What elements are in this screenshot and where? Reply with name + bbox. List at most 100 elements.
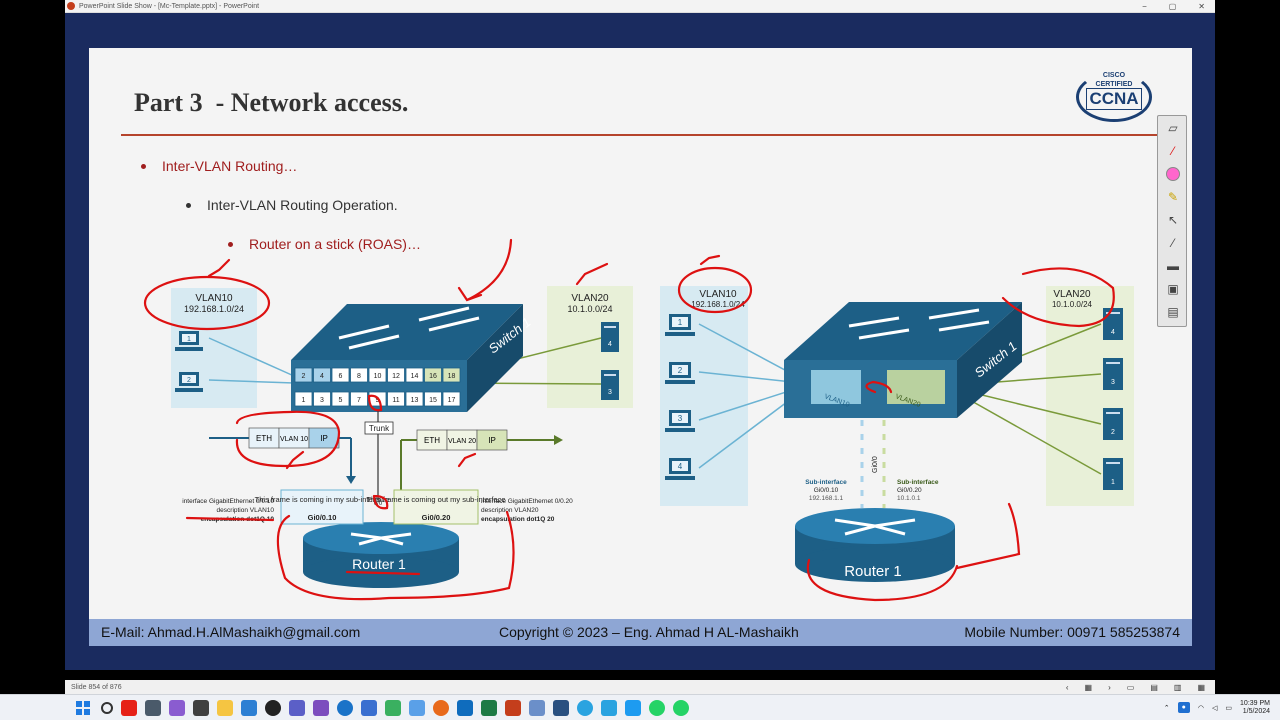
brush-icon[interactable]: ⁄ (1171, 235, 1174, 250)
switch-port-label: 12 (392, 373, 400, 380)
switch-port (405, 391, 424, 407)
sub-right-ip: 10.1.0.1 (897, 495, 921, 502)
network-diagrams: VLAN10 192.168.1.0/24 1 2 VLAN20 10.1.0.… (143, 238, 1134, 602)
right-router-label: Router 1 (844, 563, 902, 580)
chat-icon[interactable] (313, 699, 329, 716)
footer-mobile: Mobile Number: 00971 585253874 (964, 624, 1180, 640)
twitter-icon[interactable] (625, 699, 641, 716)
prev-slide-icon[interactable]: ‹ (1065, 682, 1069, 692)
vlan20-virtual-box (887, 370, 945, 404)
eraser-icon[interactable]: ▱ (1168, 120, 1178, 135)
mic-icon[interactable]: ● (1177, 702, 1190, 713)
tray-chevron-icon[interactable]: ⌃ (1163, 704, 1170, 712)
bullet-level-2: Inter-VLAN Routing Operation. (186, 197, 398, 213)
right-server-icon: 1 (1103, 458, 1123, 490)
calculator-icon[interactable] (193, 699, 209, 716)
slide[interactable]: Part 3 - Network access. CISCO CERTIFIED… (89, 48, 1192, 646)
telegram-icon[interactable] (577, 699, 593, 716)
right-callout-text: This frame is coming out my sub-interfac… (366, 495, 505, 504)
router-port-label: 0/0 (374, 501, 383, 507)
right-server-icon: 4 (1103, 308, 1123, 340)
sub-left-iface: Gi0/0.10 (814, 487, 839, 494)
network-icon[interactable] (553, 699, 569, 716)
grid-view-icon[interactable]: ▤ (1150, 682, 1158, 692)
right-vlan20-name: VLAN20 (1053, 289, 1091, 300)
right-switch-1-icon: Switch 1 VLAN10 VLAN20 (784, 302, 1022, 418)
pen-icon[interactable]: ⁄ (1171, 143, 1174, 158)
wifi-icon[interactable]: ◠ (1197, 704, 1205, 712)
right-server-label: 1 (1111, 479, 1115, 486)
exit-icon[interactable]: ▤ (1167, 304, 1179, 319)
left-server-3-label: 3 (608, 389, 612, 396)
whatsapp-icon[interactable] (649, 699, 665, 716)
folder-icon[interactable] (409, 699, 425, 716)
switch-port-label: 3 (320, 397, 324, 404)
excel-icon[interactable] (481, 699, 497, 716)
minimize-button[interactable]: − (1142, 1, 1147, 11)
right-callout: This frame is coming out my sub-interfac… (366, 489, 506, 525)
left-router-label: Router 1 (352, 556, 406, 572)
teams-icon[interactable] (289, 699, 305, 716)
left-pc-1-icon: 1 (175, 331, 203, 351)
photos-icon[interactable] (529, 699, 545, 716)
right-pc-icon: 3 (665, 410, 695, 432)
edge-icon[interactable] (337, 699, 353, 716)
switch-port-label: 5 (339, 397, 343, 404)
switch-port (313, 367, 331, 383)
right-frame-eth: ETH (424, 436, 440, 445)
taskbar-clock[interactable]: 10:39 PM 1/5/2024 (1240, 700, 1270, 716)
tools-icon[interactable] (361, 699, 377, 716)
whatsapp-alt-icon[interactable] (673, 699, 689, 716)
windows-start-icon[interactable] (76, 700, 90, 715)
normal-view-icon[interactable]: ▭ (1126, 682, 1135, 692)
remote-icon[interactable] (241, 699, 257, 716)
switch-port (424, 367, 442, 383)
screen-icon[interactable]: ▣ (1167, 281, 1179, 296)
switch-port (294, 367, 313, 383)
reading-view-icon[interactable]: ▥ (1173, 682, 1182, 692)
highlighter-icon[interactable]: ✎ (1167, 189, 1179, 204)
title-divider (121, 134, 1171, 136)
switch-port (405, 367, 424, 383)
powerpoint-taskbar-icon[interactable] (505, 699, 521, 716)
color-icon[interactable] (1158, 162, 1188, 185)
close-button[interactable]: ✕ (1198, 1, 1205, 11)
clear-icon[interactable]: ▬ (1167, 258, 1179, 273)
firefox-icon[interactable] (433, 699, 449, 716)
telegram-alt-icon[interactable] (601, 699, 617, 716)
switch-port-label: 2 (302, 373, 306, 380)
monitor-icon[interactable] (145, 699, 161, 716)
left-config-line-1: interface GigabitEthernet 0/0.10 (182, 498, 274, 505)
switch-port-label: 18 (448, 373, 456, 380)
volume-icon[interactable]: ◁ (1212, 704, 1218, 712)
slide-sorter-icon[interactable]: ▦ (1084, 682, 1093, 692)
slideshow-icon[interactable]: ▦ (1197, 682, 1205, 692)
maximize-button[interactable]: ▢ (1168, 1, 1177, 11)
bullet-level-1-text: Inter-VLAN Routing… (162, 158, 298, 174)
search-icon[interactable] (101, 701, 113, 714)
vm-icon[interactable] (385, 699, 401, 716)
switch-port (368, 367, 387, 383)
battery-icon[interactable]: ▭ (1225, 704, 1233, 712)
outlook-icon[interactable] (457, 699, 473, 716)
switch-port-label: 4 (320, 373, 324, 380)
left-vlan20-name: VLAN20 (571, 293, 609, 304)
annotation-toolbar: ▱ ⁄ ✎ ↖ ⁄ ▬ ▣ ▤ (1157, 115, 1187, 327)
sub-left-ip: 192.168.1.1 (809, 495, 844, 502)
next-slide-icon[interactable]: › (1108, 682, 1111, 692)
switch-port-label: 17 (448, 397, 456, 404)
right-pc-icon: 4 (665, 458, 695, 480)
right-server-label: 2 (1111, 429, 1115, 436)
switch-port (350, 391, 368, 407)
right-server-label: 4 (1111, 329, 1115, 336)
taskbar: ⌃ ● ◠ ◁ ▭ 10:39 PM 1/5/2024 (0, 694, 1280, 720)
youtube-icon[interactable] (121, 699, 137, 716)
maps-icon[interactable] (265, 699, 281, 716)
left-pc-1-label: 1 (187, 336, 191, 343)
explorer-icon[interactable] (217, 699, 233, 716)
switch-port-label: 11 (392, 397, 399, 404)
window-titlebar: PowerPoint Slide Show - [Mc-Template.ppt… (65, 0, 1215, 13)
laser-icon[interactable]: ↖ (1167, 212, 1179, 227)
snipping-icon[interactable] (169, 699, 185, 716)
